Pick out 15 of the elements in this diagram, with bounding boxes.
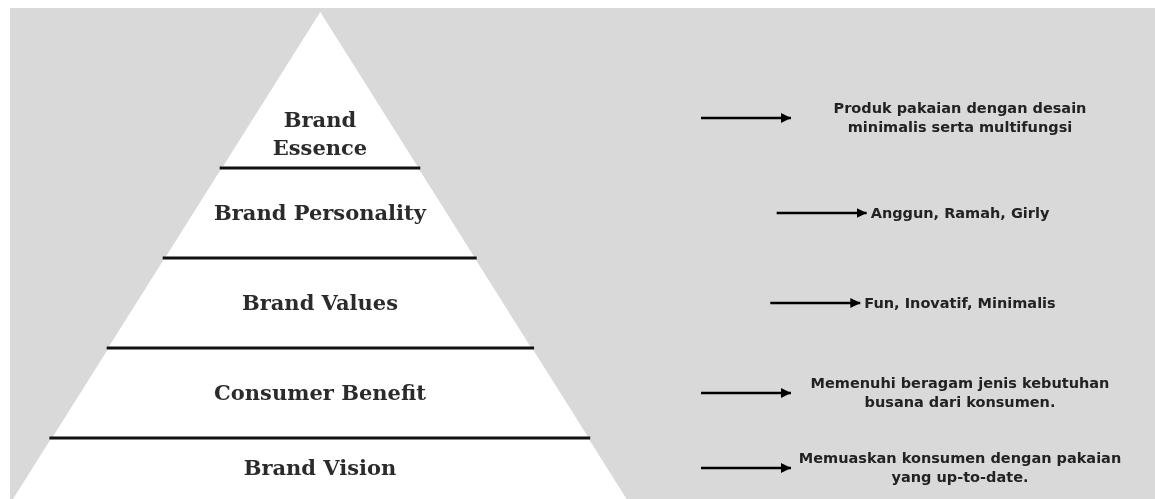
arrow (701, 388, 791, 398)
arrow (701, 463, 791, 473)
tier-label: Consumer Benefit (213, 379, 427, 407)
description-text: Produk pakaian dengan desain minimalis serta multifungsi (832, 99, 1088, 137)
tier-label: Brand Essence (271, 106, 369, 162)
arrow (701, 113, 791, 123)
tier-label: Brand Values (240, 289, 400, 317)
description-text: Memuaskan konsumen dengan pakaian yang up-to-date. (797, 449, 1123, 487)
description-text: Anggun, Ramah, Girly (870, 203, 1050, 223)
tier-label: Brand Personality (213, 199, 428, 227)
arrow (776, 208, 867, 218)
arrow (770, 298, 861, 308)
description-text: Memenuhi beragam jenis kebutuhan busana dari konsumen. (809, 374, 1111, 412)
tier-label: Brand Vision (242, 454, 398, 482)
description-text: Fun, Inovatif, Minimalis (864, 293, 1056, 313)
